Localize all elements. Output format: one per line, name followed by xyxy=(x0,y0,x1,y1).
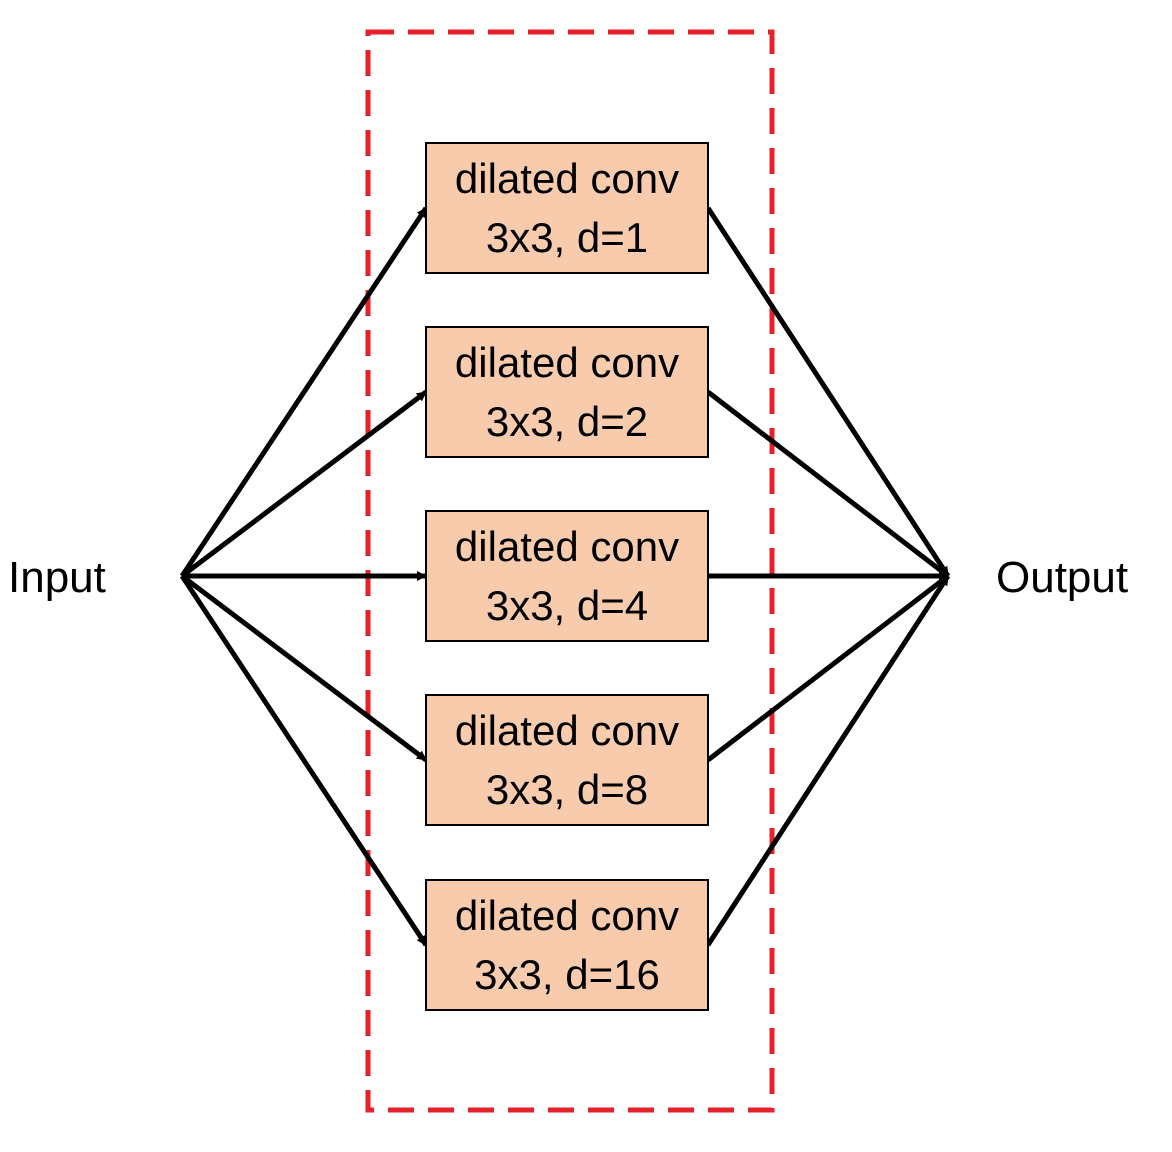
input-arrow-4 xyxy=(180,574,428,762)
edges-group xyxy=(179,206,951,947)
branch-box-rect xyxy=(425,510,709,642)
branch-box-1: dilated conv 3x3, d=1 xyxy=(425,142,709,274)
branch-box-4: dilated conv 3x3, d=8 xyxy=(425,694,709,826)
output-arrow-2 xyxy=(706,390,950,578)
output-label: Output xyxy=(996,553,1128,602)
branches-group: dilated conv 3x3, d=1 dilated conv 3x3, d=2… xyxy=(425,142,709,1011)
output-arrow-4 xyxy=(706,574,950,762)
output-arrow-1 xyxy=(705,206,951,578)
branch-box-5: dilated conv 3x3, d=16 xyxy=(425,879,709,1011)
branch-param-label: 3x3, d=8 xyxy=(486,766,648,813)
branch-box-rect xyxy=(425,326,709,458)
input-label: Input xyxy=(8,553,106,602)
output-arrow-5 xyxy=(705,574,951,947)
branch-box-rect xyxy=(425,694,709,826)
branch-param-label: 3x3, d=4 xyxy=(486,582,648,629)
branch-box-rect xyxy=(425,879,709,1011)
branch-op-label: dilated conv xyxy=(455,339,679,386)
input-arrow-2 xyxy=(180,390,428,578)
input-arrow-1 xyxy=(179,206,429,578)
branch-param-label: 3x3, d=2 xyxy=(486,398,648,445)
input-arrow-5 xyxy=(179,574,429,947)
branch-box-2: dilated conv 3x3, d=2 xyxy=(425,326,709,458)
dashed-module-frame xyxy=(365,29,775,1113)
branch-op-label: dilated conv xyxy=(455,155,679,202)
branch-box-rect xyxy=(425,142,709,274)
branch-box-3: dilated conv 3x3, d=4 xyxy=(425,510,709,642)
branch-op-label: dilated conv xyxy=(455,523,679,570)
branch-op-label: dilated conv xyxy=(455,892,679,939)
branch-param-label: 3x3, d=1 xyxy=(486,214,648,261)
branch-param-label: 3x3, d=16 xyxy=(474,951,660,998)
branch-op-label: dilated conv xyxy=(455,707,679,754)
